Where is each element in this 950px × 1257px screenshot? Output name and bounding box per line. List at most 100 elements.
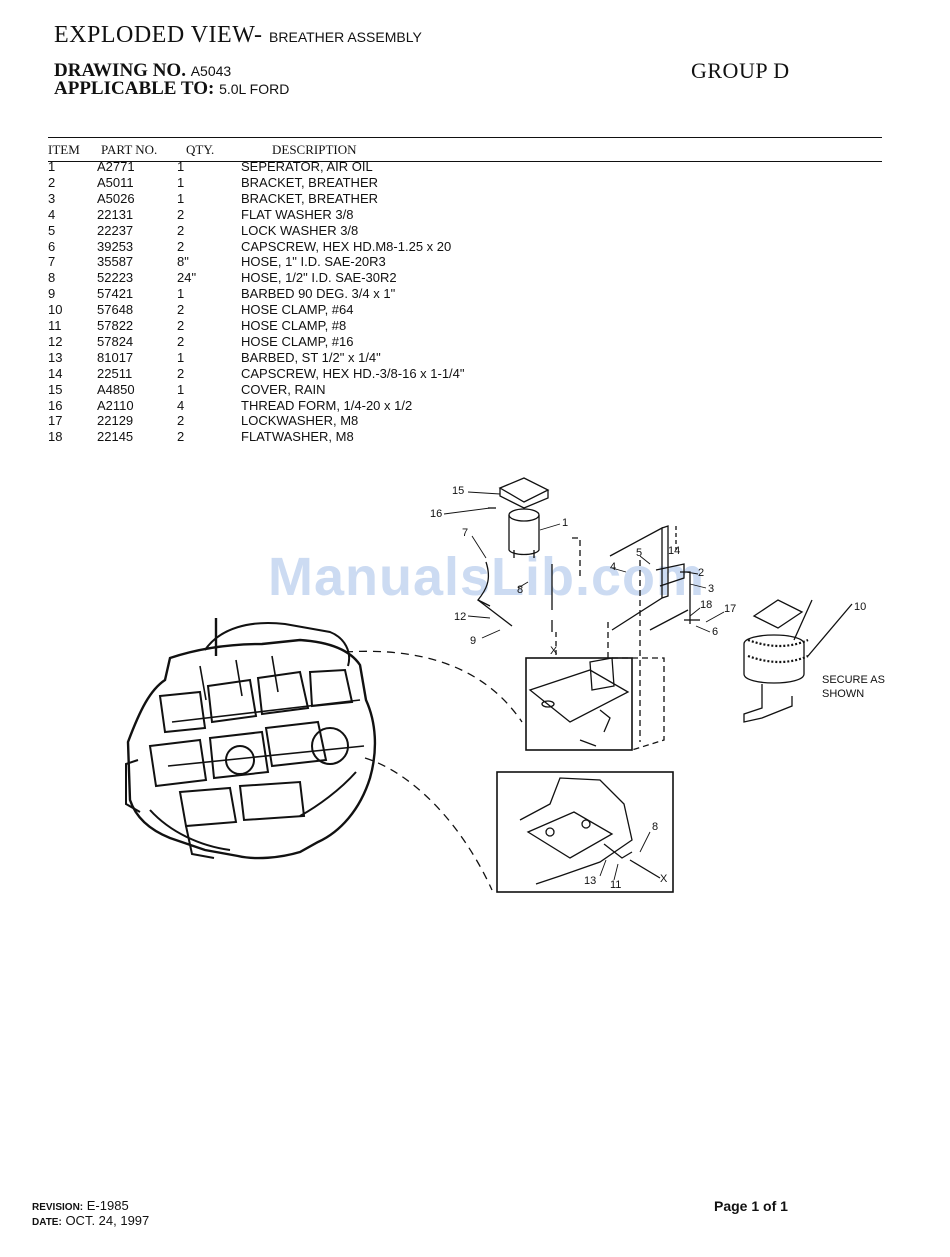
cell-part-no: A5011 (97, 174, 134, 190)
cell-description: FLATWASHER, M8 (241, 429, 354, 445)
cell-description: HOSE CLAMP, #8 (241, 318, 347, 333)
cell-description: LOCKWASHER, M8 (241, 413, 359, 429)
title-main: EXPLODED VIEW- (54, 22, 263, 48)
cell-item: 10 (48, 302, 63, 318)
callout: 6 (712, 626, 718, 638)
cell-description: BARBED 90 DEG. 3/4 x 1" (241, 286, 396, 302)
applicable-to: APPLICABLE TO: 5.0L FORD (54, 78, 289, 100)
cell-item: 4 (48, 206, 56, 222)
callout: 8 (517, 584, 523, 596)
callout-labels: 15 16 1 7 8 4 5 14 2 3 18 17 6 12 9 10 8… (430, 485, 885, 891)
inset-lower (496, 771, 674, 893)
cell-description: FLAT WASHER 3/8 (241, 206, 354, 222)
callout: 7 (462, 527, 468, 539)
callout: 8 (652, 821, 658, 833)
cell-qty: 8" (177, 254, 189, 270)
revision-label: REVISION: (32, 1202, 84, 1213)
cell-item: 1 (48, 159, 56, 174)
cell-description: COVER, RAIN (241, 381, 326, 397)
col-header-part: PART NO. (101, 142, 158, 157)
callout: 10 (854, 601, 866, 613)
cell-qty: 2 (177, 238, 185, 254)
col-header-qty: QTY. (186, 142, 215, 157)
cell-item: 15 (48, 381, 63, 397)
cell-item: 9 (48, 286, 56, 302)
cell-qty: 2 (177, 302, 185, 318)
cell-qty: 2 (177, 318, 185, 333)
drawing-label: DRAWING NO. (54, 60, 186, 81)
callout: 17 (724, 603, 736, 615)
cell-item: 11 (48, 318, 62, 333)
cell-description: BARBED, ST 1/2" x 1/4" (241, 349, 381, 365)
cell-description: SEPERATOR, AIR OIL (241, 159, 373, 174)
diagram-note-line1: SECURE AS (822, 674, 885, 686)
callout: 11 (610, 879, 621, 891)
cell-qty: 2 (177, 206, 185, 222)
cell-item: 16 (48, 397, 63, 413)
cell-item: 14 (48, 365, 63, 381)
table-row: 18 22145 2 FLATWASHER, M8 (0, 429, 900, 445)
callout: 18 (700, 599, 712, 611)
revision: REVISION: E-1985 (32, 1198, 129, 1213)
cell-part-no: 57822 (97, 318, 134, 333)
page-number: Page 1 of 1 (714, 1198, 788, 1214)
callout: 5 (636, 547, 642, 559)
cell-part-no: A2771 (97, 159, 135, 174)
callout: 13 (584, 875, 596, 887)
engine-illustration (125, 618, 377, 860)
cell-part-no: 57824 (97, 333, 134, 349)
cell-part-no: 22145 (97, 429, 134, 445)
cell-qty: 1 (177, 174, 185, 190)
date-value: OCT. 24, 1997 (65, 1213, 150, 1228)
callout: 12 (454, 611, 466, 623)
cell-qty: 2 (177, 333, 185, 349)
drawing-value: A5043 (190, 63, 232, 79)
watermark: ManualsLib.com (268, 547, 706, 607)
cell-part-no: 81017 (97, 349, 134, 365)
cell-part-no: 22237 (97, 222, 134, 238)
cell-part-no: 57648 (97, 302, 134, 318)
x-mark: X (550, 645, 558, 657)
table-top-rule (48, 137, 882, 138)
cell-part-no: A4850 (97, 381, 135, 397)
cell-qty: 1 (177, 286, 185, 302)
cell-qty: 2 (177, 413, 185, 429)
cell-description: CAPSCREW, HEX HD.M8-1.25 x 20 (241, 238, 452, 254)
applicable-value: 5.0L FORD (219, 81, 290, 97)
cell-description: BRACKET, BREATHER (241, 174, 379, 190)
cell-item: 17 (48, 413, 63, 429)
col-header-item: ITEM (48, 142, 80, 157)
cell-item: 18 (48, 429, 63, 445)
cell-qty: 1 (177, 159, 185, 174)
cell-description: BRACKET, BREATHER (241, 190, 379, 206)
revision-value: E-1985 (86, 1198, 129, 1213)
cell-item: 7 (48, 254, 56, 270)
cell-description: THREAD FORM, 1/4-20 x 1/2 (241, 397, 413, 413)
cell-item: 6 (48, 238, 56, 254)
table-row: 17 22129 2 LOCKWASHER, M8 (0, 413, 900, 429)
breather-bracket (609, 525, 700, 742)
cell-description: HOSE, 1" I.D. SAE-20R3 (241, 254, 386, 270)
cell-qty: 1 (177, 381, 185, 397)
cell-description: HOSE CLAMP, #16 (241, 333, 354, 349)
table-row: 11 57822 2 HOSE CLAMP, #8 (0, 318, 900, 334)
cell-part-no: A5026 (97, 190, 135, 206)
table-header-rule (48, 161, 882, 162)
cell-description: CAPSCREW, HEX HD.-3/8-16 x 1-1/4" (241, 365, 465, 381)
callout-leaders (443, 491, 725, 881)
cell-item: 3 (48, 190, 56, 206)
cell-item: 5 (48, 222, 56, 238)
cell-part-no: 22129 (97, 413, 134, 429)
group-label: GROUP D (691, 58, 790, 83)
callout: 1 (562, 517, 568, 529)
cell-qty: 2 (177, 429, 185, 445)
cell-qty: 1 (177, 190, 185, 206)
callout: 4 (610, 561, 616, 573)
